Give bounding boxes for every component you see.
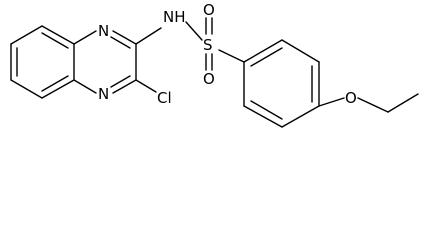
- s-phenyl-bond: [218, 49, 245, 63]
- chlorine-label: Cl: [157, 89, 172, 107]
- molecular-structure: N N NH S O O Cl O: [10, 1, 419, 128]
- benzo-ring: [10, 25, 75, 99]
- nitrogen-bottom-label: N: [98, 85, 109, 103]
- oxygen-sulfonyl-bottom-label: O: [203, 70, 215, 88]
- ring-o-bond: [318, 97, 345, 107]
- ch2-ch3-bond: [387, 93, 419, 113]
- c-cl-bond: [135, 79, 157, 93]
- oxygen-ether-label: O: [345, 89, 357, 107]
- nitrogen-top-label: N: [98, 22, 109, 40]
- nh-label: NH: [163, 8, 186, 26]
- sulfur-label: S: [203, 36, 213, 54]
- o-ch2-bond: [357, 97, 389, 113]
- oxygen-sulfonyl-top-label: O: [203, 1, 215, 19]
- pyrazine-ring: [73, 30, 137, 94]
- nh-s-bond: [185, 21, 203, 41]
- c-nh-bond: [135, 27, 162, 45]
- phenyl-ring: [243, 39, 320, 128]
